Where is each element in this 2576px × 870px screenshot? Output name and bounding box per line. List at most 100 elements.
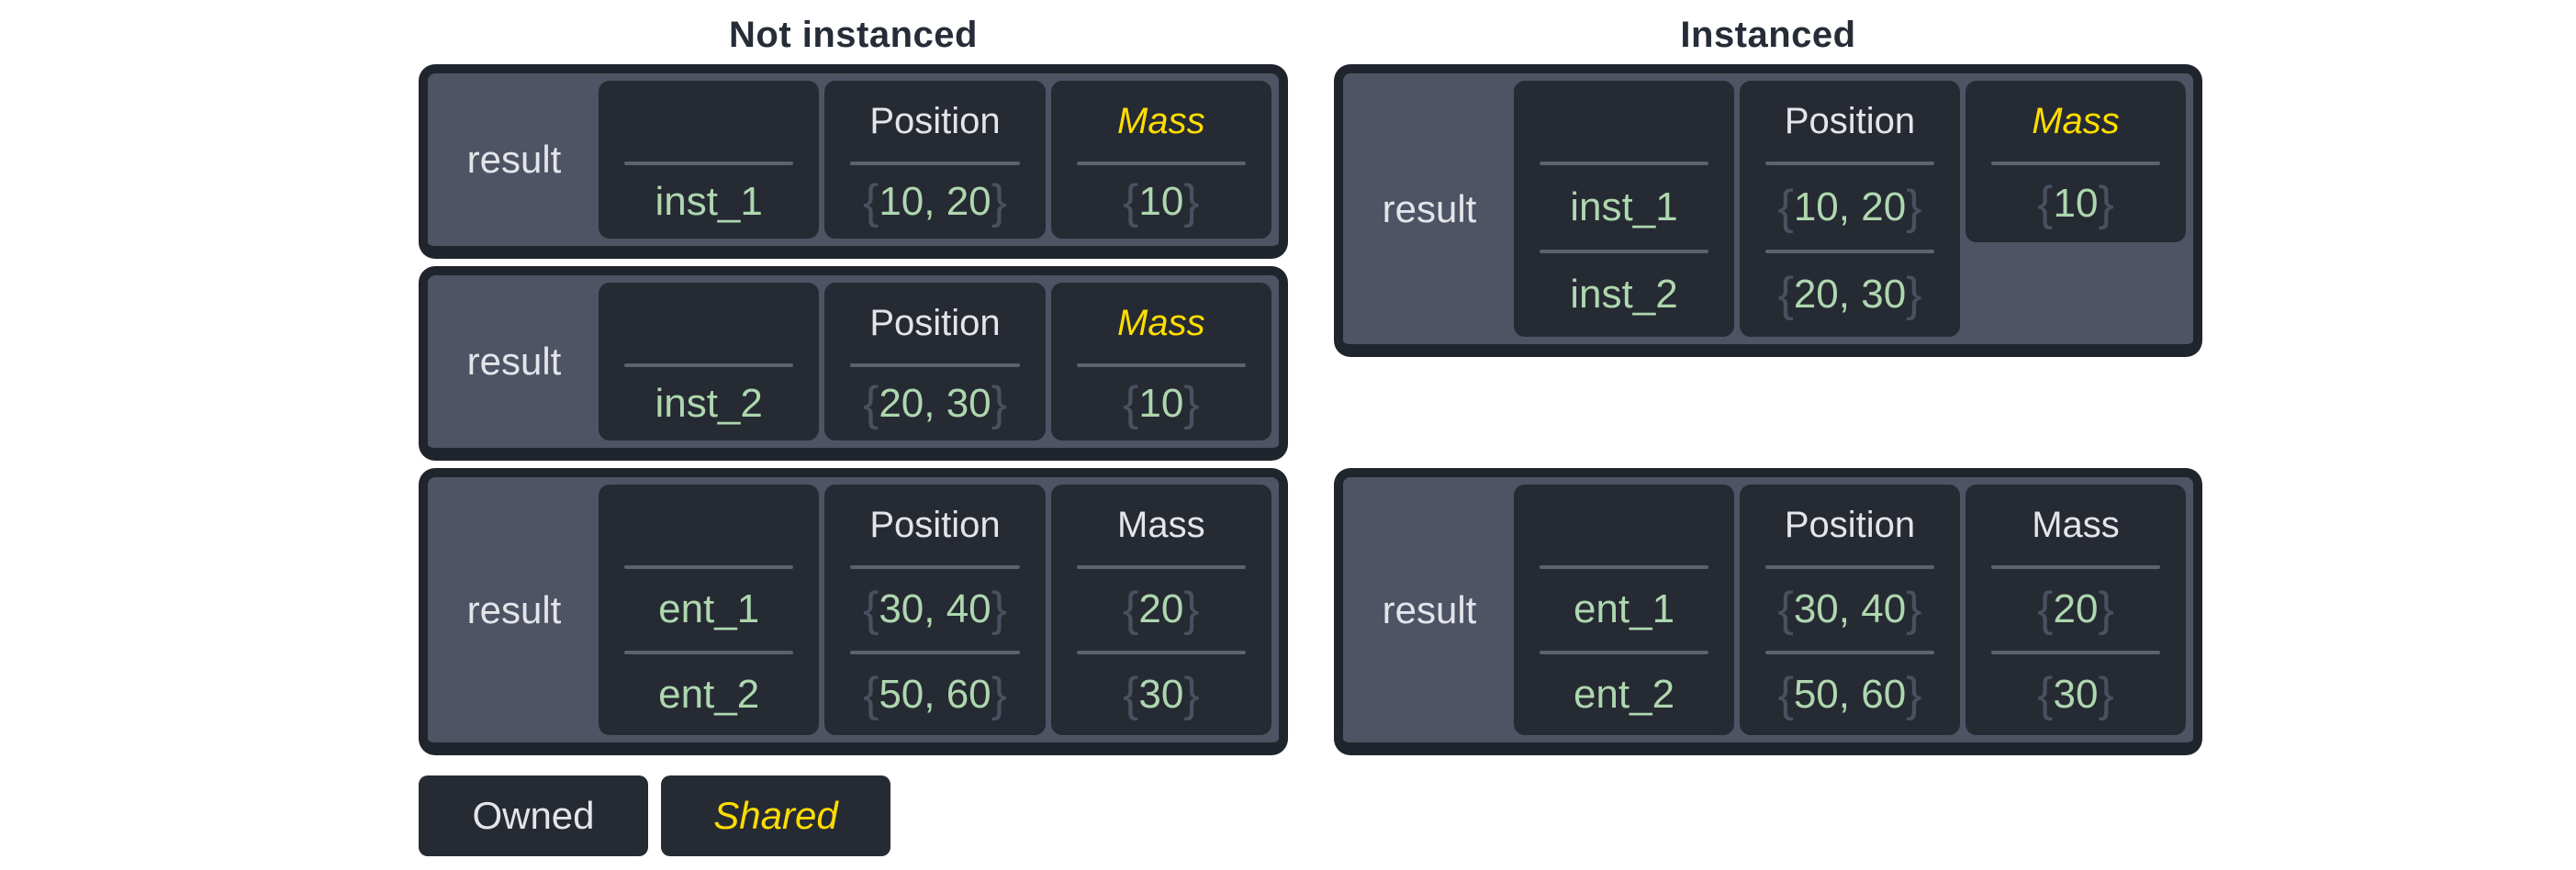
open-brace: {: [1123, 175, 1139, 229]
entity-name: ent_1: [1514, 569, 1734, 651]
component-header: [1514, 81, 1734, 162]
component-value: {50, 60}: [824, 654, 1045, 736]
value-text: 10: [2053, 181, 2099, 226]
legend: Owned Shared: [419, 775, 890, 856]
divider-line: [1540, 249, 1708, 253]
divider-line: [850, 363, 1020, 367]
divider-line: [1765, 565, 1934, 569]
component-cell-position: Position{20, 30}: [824, 283, 1046, 441]
open-brace: {: [1123, 667, 1139, 721]
divider-line: [1540, 162, 1708, 165]
value-text: ent_2: [1573, 671, 1675, 717]
component-header: Mass: [1117, 504, 1205, 545]
close-brace: }: [991, 583, 1007, 637]
component-header: Mass: [2032, 504, 2120, 545]
value-text: 20, 30: [1793, 272, 1907, 318]
value-text: 10: [1138, 179, 1184, 224]
component-value: {10, 20}: [824, 165, 1045, 239]
component-cell-position: Position{30, 40}{50, 60}: [1740, 485, 1960, 735]
entity-name: ent_2: [599, 654, 819, 736]
component-value: {20}: [1966, 569, 2186, 651]
value-text: 30, 40: [1793, 586, 1907, 632]
divider-line: [1540, 565, 1708, 569]
component-value: {10}: [1051, 165, 1271, 239]
component-value: {10, 20}: [1740, 165, 1960, 250]
entity-name: inst_2: [1514, 253, 1734, 338]
close-brace: }: [1183, 175, 1200, 229]
result-label: result: [466, 587, 562, 631]
divider-line: [1076, 650, 1246, 654]
value-text: 10, 20: [1793, 184, 1907, 229]
open-brace: {: [862, 377, 879, 430]
open-brace: {: [1777, 667, 1794, 721]
component-cell-mass: Mass{20}{30}: [1050, 485, 1271, 735]
open-brace: {: [862, 175, 879, 229]
component-cell-mass: Mass{20}{30}: [1966, 485, 2186, 735]
divider-line: [1991, 162, 2160, 165]
component-value: {10}: [1966, 165, 2186, 242]
legend-owned: Owned: [419, 775, 648, 856]
divider-line: [1991, 650, 2160, 654]
divider-line: [1765, 650, 1934, 654]
entity-name-cell: ent_1 ent_2: [1514, 485, 1734, 735]
component-value: {30, 40}: [1740, 569, 1960, 651]
close-brace: }: [991, 175, 1007, 229]
value-text: ent_1: [1573, 586, 1675, 632]
component-cell-mass: Mass{10}: [1050, 283, 1271, 441]
open-brace: {: [862, 667, 879, 721]
result-label: result: [1382, 186, 1477, 230]
close-brace: }: [2098, 177, 2114, 230]
component-cell-position: Position{10, 20}{20, 30}: [1740, 81, 1960, 337]
entity-name: inst_1: [1514, 165, 1734, 250]
result-label: result: [1382, 587, 1477, 631]
entity-name: inst_2: [599, 367, 819, 441]
component-value: {50, 60}: [1740, 654, 1960, 736]
divider-line: [624, 650, 794, 654]
open-brace: {: [2037, 177, 2054, 230]
value-text: 20: [2053, 586, 2099, 632]
close-brace: }: [1906, 180, 1922, 234]
open-brace: {: [2037, 583, 2054, 637]
close-brace: }: [991, 667, 1007, 721]
divider-line: [850, 162, 1020, 165]
entity-name: ent_2: [1514, 654, 1734, 736]
result-label: result: [466, 138, 562, 181]
entity-name-cell: inst_2: [599, 283, 820, 441]
value-text: 10, 20: [879, 179, 991, 224]
entity-name: ent_1: [599, 569, 819, 651]
divider-line: [1765, 162, 1934, 165]
component-header: Mass: [2032, 100, 2120, 141]
component-header: [599, 485, 819, 565]
component-header: [1514, 485, 1734, 565]
value-text: 30: [2053, 671, 2099, 717]
close-brace: }: [1183, 377, 1200, 430]
divider-line: [850, 650, 1020, 654]
close-brace: }: [2098, 667, 2114, 721]
value-text: 30: [1138, 671, 1184, 717]
open-brace: {: [1777, 268, 1794, 322]
component-value: {30}: [1966, 654, 2186, 736]
value-text: 10: [1138, 381, 1184, 426]
divider-line: [624, 363, 794, 367]
component-header: Position: [869, 504, 1001, 545]
close-brace: }: [1906, 583, 1922, 637]
open-brace: {: [2037, 667, 2054, 721]
divider-line: [624, 565, 794, 569]
open-brace: {: [1777, 180, 1794, 234]
value-text: 30, 40: [879, 586, 991, 632]
component-header: [599, 283, 819, 363]
component-value: {10}: [1051, 367, 1271, 441]
component-header: Position: [869, 302, 1001, 343]
column-title-instanced: Instanced: [1680, 15, 1856, 55]
legend-shared: Shared: [661, 775, 890, 856]
divider-line: [1076, 162, 1246, 165]
value-text: inst_2: [655, 381, 763, 426]
entity-name-cell: inst_1: [599, 81, 820, 239]
